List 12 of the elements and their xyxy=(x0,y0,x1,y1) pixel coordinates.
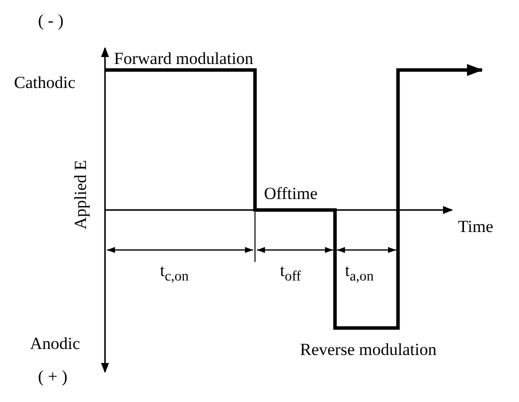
dimension-label: t$_{a,on}$ xyxy=(345,262,374,285)
axis-title: Applied E xyxy=(72,160,91,230)
waveform-label: Reverse modulation xyxy=(300,341,436,360)
axis-sign-label: ( + ) xyxy=(38,368,68,387)
axis-end-label: Anodic xyxy=(30,335,80,354)
axis-title: Time xyxy=(458,218,494,237)
waveform-label: Forward modulation xyxy=(114,50,254,69)
axis-sign-label: ( - ) xyxy=(38,12,64,31)
waveform-label: Offtime xyxy=(264,185,318,204)
axis-end-label: Cathodic xyxy=(14,74,76,93)
dimension-label: t$_{c,on}$ xyxy=(160,262,189,285)
dimension-label: t$_{off}$ xyxy=(280,262,301,285)
